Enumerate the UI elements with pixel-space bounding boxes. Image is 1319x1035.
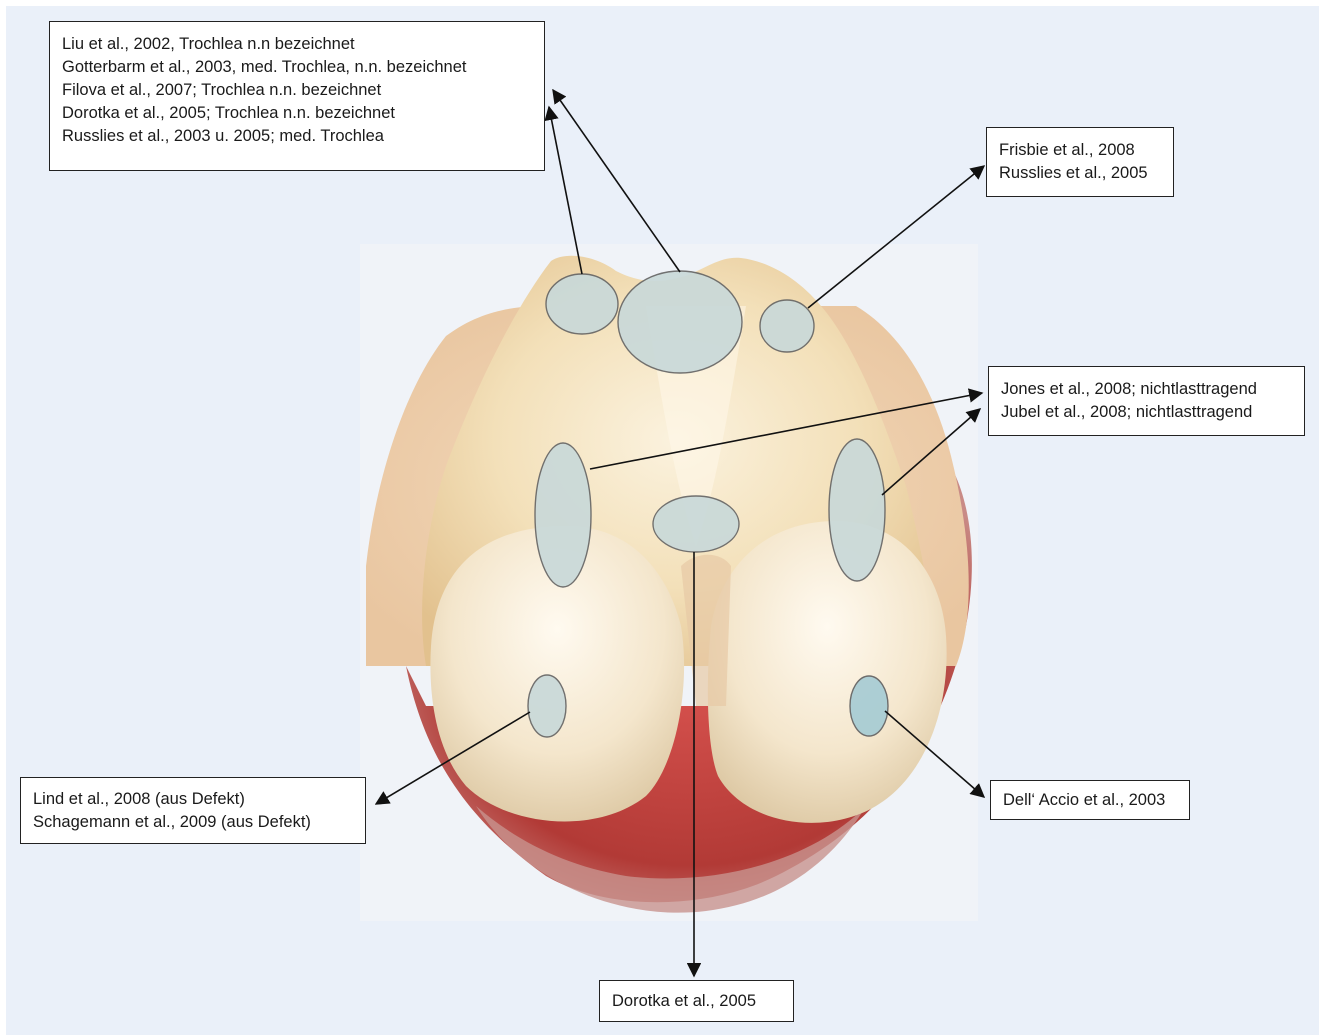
marker-lateral-condyle: [850, 676, 888, 736]
label-top-right: Frisbie et al., 2008 Russlies et al., 20…: [986, 127, 1174, 197]
marker-trochlea-right: [760, 300, 814, 352]
label-line: Dell‘ Accio et al., 2003: [1003, 789, 1177, 812]
figure: Liu et al., 2002, Trochlea n.n bezeichne…: [6, 6, 1319, 1035]
marker-nonweight-left: [535, 443, 591, 587]
label-line: Liu et al., 2002, Trochlea n.n bezeichne…: [62, 33, 532, 56]
label-line: Lind et al., 2008 (aus Defekt): [33, 788, 353, 811]
label-top-left: Liu et al., 2002, Trochlea n.n bezeichne…: [49, 21, 545, 171]
label-line: Dorotka et al., 2005; Trochlea n.n. beze…: [62, 102, 532, 125]
label-mid-right: Jones et al., 2008; nichtlasttragend Jub…: [988, 366, 1305, 436]
marker-trochlea-left: [546, 274, 618, 334]
marker-notch: [653, 496, 739, 552]
label-line: Dorotka et al., 2005: [612, 990, 781, 1013]
marker-medial-condyle: [528, 675, 566, 737]
label-line: Russlies et al., 2003 u. 2005; med. Troc…: [62, 125, 532, 148]
label-line: Gotterbarm et al., 2003, med. Trochlea, …: [62, 56, 532, 79]
label-line: Jubel et al., 2008; nichtlasttragend: [1001, 401, 1292, 424]
label-line: Filova et al., 2007; Trochlea n.n. bezei…: [62, 79, 532, 102]
label-line: Russlies et al., 2005: [999, 162, 1161, 185]
marker-nonweight-right: [829, 439, 885, 581]
label-bottom-center: Dorotka et al., 2005: [599, 980, 794, 1022]
label-line: Schagemann et al., 2009 (aus Defekt): [33, 811, 353, 834]
marker-trochlea-center: [618, 271, 742, 373]
label-line: Frisbie et al., 2008: [999, 139, 1161, 162]
label-line: Jones et al., 2008; nichtlasttragend: [1001, 378, 1292, 401]
label-bottom-right: Dell‘ Accio et al., 2003: [990, 780, 1190, 820]
label-bottom-left: Lind et al., 2008 (aus Defekt) Schageman…: [20, 777, 366, 844]
